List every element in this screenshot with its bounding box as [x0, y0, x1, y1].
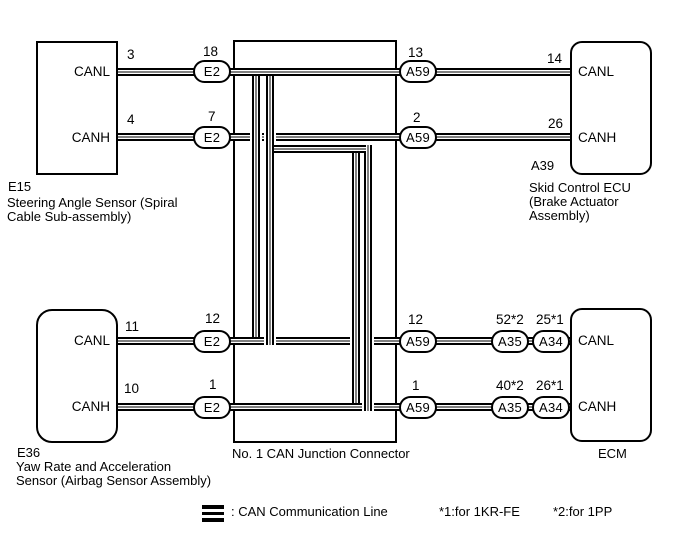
ecm-canh-label: CANH: [578, 399, 617, 414]
connector-a59-canl-top: A59: [399, 60, 437, 83]
pin-number-a35-canl: 52*2: [496, 312, 524, 327]
pin-number-e2-canl-top: 18: [203, 44, 219, 59]
connector-a59-canl-bottom: A59: [399, 330, 437, 353]
pin-number-a59-canh-top: 2: [413, 110, 421, 125]
canh-vertical-wire-1: [350, 153, 362, 403]
canl-wire-bottom: [118, 337, 570, 345]
pin-number-a59-canl-bottom: 12: [408, 312, 424, 327]
e15-canl-label: CANL: [73, 64, 110, 79]
a39-code: A39: [531, 158, 555, 173]
e36-canh-label: CANH: [71, 399, 110, 414]
ecm-code: ECM: [598, 446, 627, 461]
pin-number-e15-canl: 3: [127, 47, 135, 62]
canh-wire-top: [118, 133, 570, 141]
a39-canh-label: CANH: [578, 130, 617, 145]
e36-module-box: [36, 309, 118, 443]
connector-e2-canl-bottom: E2: [193, 330, 231, 353]
canl-vertical-wire-2: [264, 76, 276, 345]
connector-a34-canh: A34: [532, 396, 570, 419]
legend-note-1: *1:for 1KR-FE: [439, 504, 520, 519]
pin-number-a34-canh: 26*1: [536, 378, 564, 393]
pin-number-e36-canh: 10: [124, 381, 140, 396]
pin-number-a59-canl-top: 13: [408, 45, 424, 60]
connector-a34-canl: A34: [532, 330, 570, 353]
connector-e2-canh-top: E2: [193, 126, 231, 149]
pin-number-a35-canh: 40*2: [496, 378, 524, 393]
pin-number-e36-canl: 11: [125, 319, 140, 334]
a39-name-line1: Skid Control ECU: [529, 180, 631, 195]
pin-number-a59-canh-bottom: 1: [412, 378, 420, 393]
pin-number-a34-canl: 25*1: [536, 312, 564, 327]
e15-name-line1: Steering Angle Sensor (Spiral: [7, 195, 178, 210]
pin-number-e2-canh-top: 7: [208, 109, 216, 124]
a39-module-box: [570, 41, 652, 175]
connector-a59-canh-top: A59: [399, 126, 437, 149]
connector-a35-canh: A35: [491, 396, 529, 419]
connector-e2-canh-bottom: E2: [193, 396, 231, 419]
connector-a35-canl: A35: [491, 330, 529, 353]
a39-name-line2: (Brake Actuator: [529, 194, 619, 209]
legend-can-line-label: : CAN Communication Line: [231, 504, 388, 519]
canh-vertical-wire-2: [362, 145, 374, 411]
pin-number-e2-canl-bottom: 12: [205, 311, 221, 326]
canl-wire-top: [118, 68, 570, 76]
canh-branch-wire: [274, 145, 366, 153]
connector-e2-canl-top: E2: [193, 60, 231, 83]
ecm-canl-label: CANL: [578, 333, 615, 348]
legend-note-2: *2:for 1PP: [553, 504, 613, 519]
junction-connector-label: No. 1 CAN Junction Connector: [232, 446, 410, 461]
pin-number-a39-canh: 26: [548, 116, 564, 131]
e36-code: E36: [17, 445, 41, 460]
pin-number-e2-canh-bottom: 1: [209, 377, 217, 392]
e36-name-line2: Sensor (Airbag Sensor Assembly): [16, 473, 212, 488]
ecm-module-box: [570, 308, 652, 442]
e15-name-line2: Cable Sub-assembly): [7, 209, 132, 224]
canh-wire-bottom: [118, 403, 570, 411]
e15-code: E15: [8, 179, 32, 194]
e36-canl-label: CANL: [73, 333, 110, 348]
a39-name-line3: Assembly): [529, 208, 590, 223]
can-line-icon: [202, 505, 224, 522]
pin-number-a39-canl: 14: [547, 51, 563, 66]
e15-module-box: [36, 41, 118, 175]
pin-number-e15-canh: 4: [127, 112, 135, 127]
connector-a59-canh-bottom: A59: [399, 396, 437, 419]
e15-canh-label: CANH: [71, 130, 110, 145]
canl-vertical-wire-1: [250, 76, 262, 337]
a39-canl-label: CANL: [578, 64, 615, 79]
e36-name-line1: Yaw Rate and Acceleration: [16, 459, 172, 474]
